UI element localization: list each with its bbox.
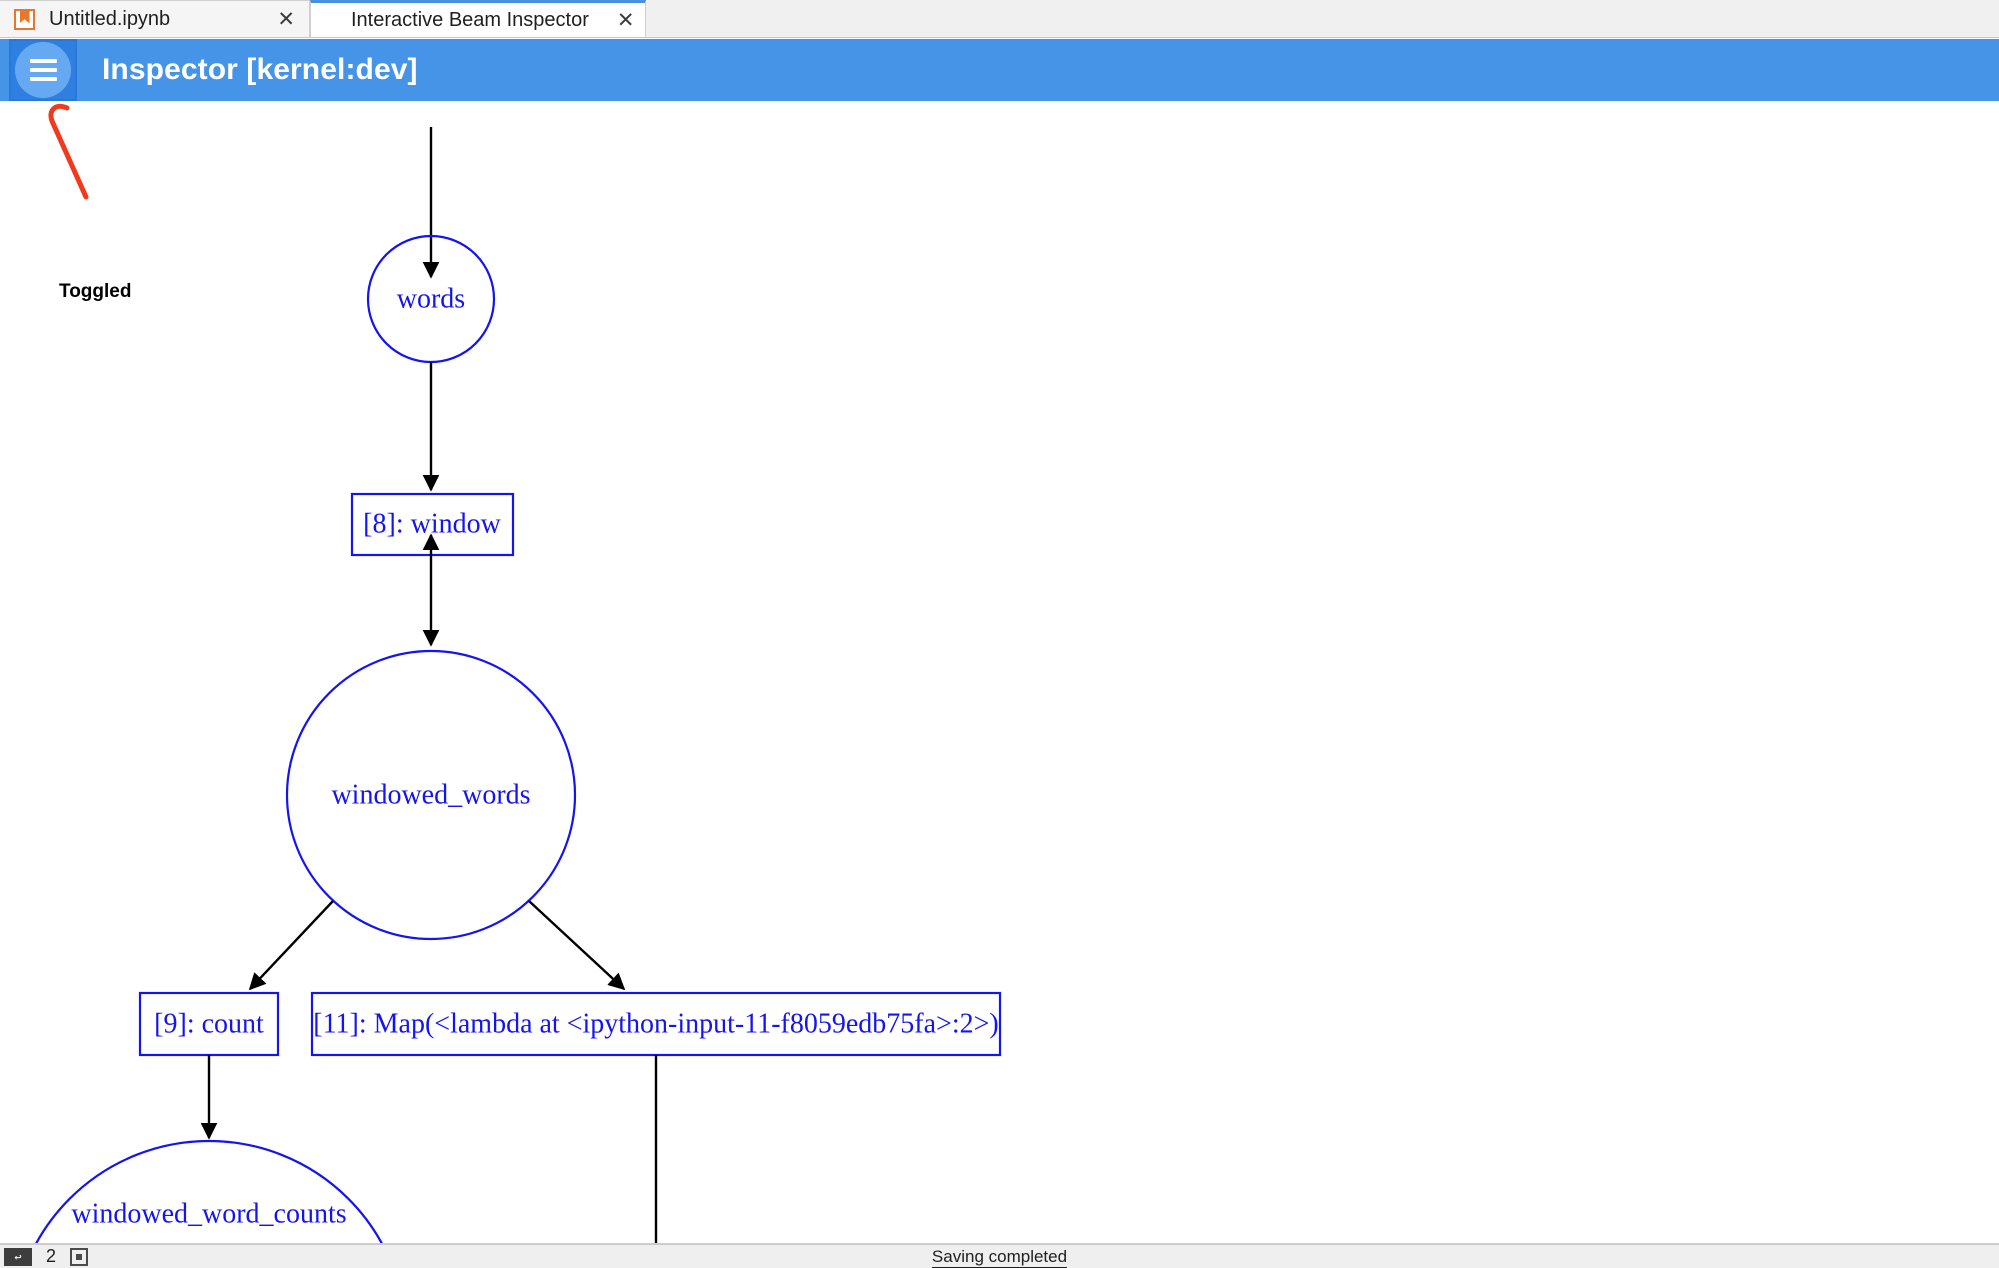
graph-node-window[interactable]: [8]: window bbox=[350, 492, 515, 557]
status-bar: ↩ 2 Saving completed bbox=[0, 1244, 1999, 1268]
pipeline-graph: words [8]: window windowed_words bbox=[12, 127, 1002, 1244]
terminal-icon[interactable]: ↩ bbox=[4, 1247, 32, 1266]
hamburger-bar bbox=[29, 59, 57, 63]
annotation-arrow bbox=[48, 103, 89, 200]
graph-node-label: windowed_word_counts bbox=[71, 1198, 346, 1229]
notebook-icon bbox=[14, 8, 35, 30]
graph-node-windowed-words[interactable]: windowed_words bbox=[285, 649, 577, 941]
kernel-count[interactable]: 2 bbox=[46, 1246, 57, 1266]
pipeline-graph-canvas[interactable]: words [8]: window windowed_words bbox=[0, 101, 1999, 1244]
graph-node-label: [11]: Map(<lambda at <ipython-input-11-f… bbox=[313, 1008, 998, 1039]
kernel-chip-icon[interactable] bbox=[70, 1247, 89, 1266]
status-bar-left: ↩ 2 bbox=[0, 1246, 89, 1267]
tab-label: Untitled.ipynb bbox=[49, 7, 171, 30]
graph-node-count[interactable]: [9]: count bbox=[138, 991, 280, 1057]
status-message-wrapper: Saving completed bbox=[0, 1246, 1999, 1268]
inspector-header: Inspector [kernel:dev] bbox=[0, 39, 1999, 101]
graph-node-map[interactable]: [11]: Map(<lambda at <ipython-input-11-f… bbox=[310, 991, 1002, 1057]
graph-node-windowed-word-counts[interactable]: windowed_word_counts bbox=[12, 1139, 406, 1244]
tab-label: Interactive Beam Inspector bbox=[351, 8, 589, 31]
graph-node-label: [9]: count bbox=[154, 1008, 264, 1039]
close-icon[interactable]: ✕ bbox=[616, 7, 635, 32]
hamburger-menu-icon[interactable] bbox=[9, 39, 77, 101]
hamburger-circle bbox=[15, 42, 71, 98]
tab-bar: Untitled.ipynb ✕ Interactive Beam Inspec… bbox=[0, 0, 1999, 38]
annotation-label: Toggled bbox=[59, 281, 132, 302]
hamburger-bar bbox=[29, 68, 57, 72]
hamburger-bar bbox=[29, 77, 57, 81]
tab-untitled-notebook[interactable]: Untitled.ipynb ✕ bbox=[0, 0, 310, 37]
graph-node-label: windowed_words bbox=[331, 779, 530, 810]
close-icon[interactable]: ✕ bbox=[277, 6, 295, 31]
status-message: Saving completed bbox=[931, 1246, 1068, 1268]
page-title: Inspector [kernel:dev] bbox=[102, 53, 418, 86]
edge-windowed-words-count bbox=[248, 900, 334, 991]
tab-interactive-beam-inspector[interactable]: Interactive Beam Inspector ✕ bbox=[310, 0, 646, 37]
edge-windowed-words-map bbox=[528, 900, 626, 991]
graph-node-label: [8]: window bbox=[363, 508, 501, 539]
graph-node-label: words bbox=[397, 283, 465, 314]
